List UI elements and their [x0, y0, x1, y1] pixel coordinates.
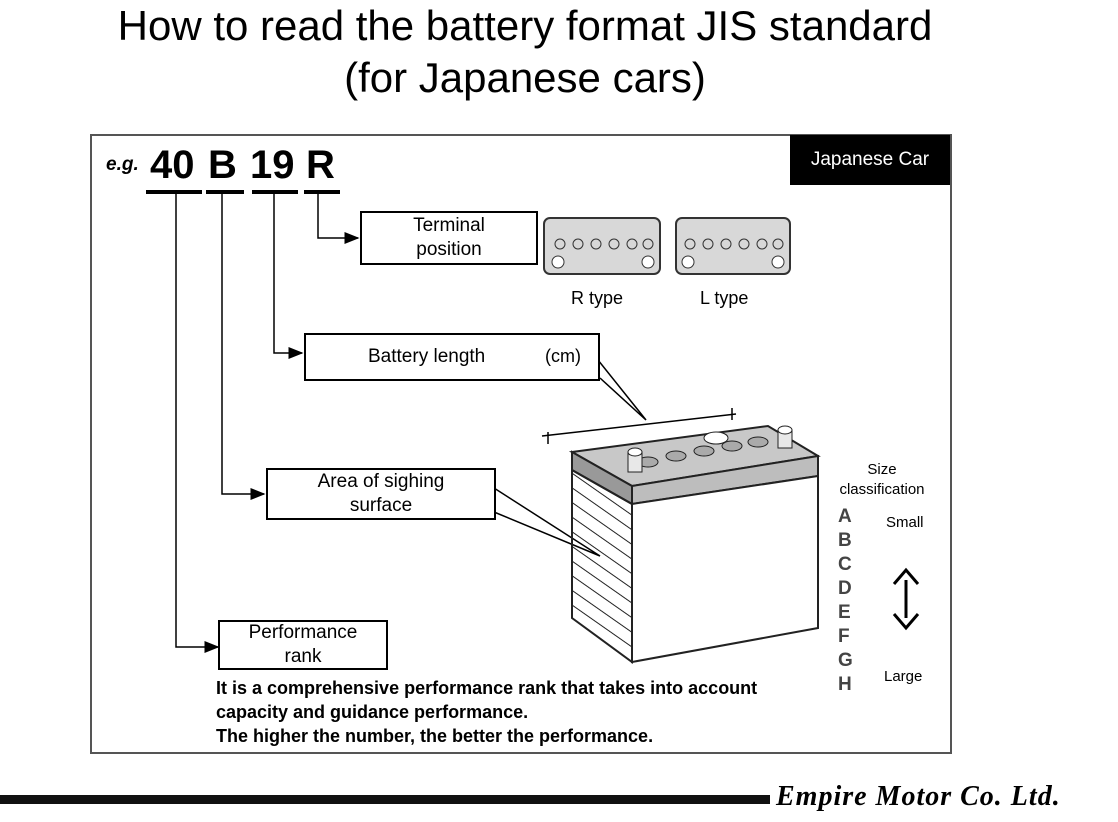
sighing-surface-label: Area of sighing surface — [317, 471, 445, 516]
size-letter-d: D — [838, 578, 853, 599]
battery-illustration — [541, 408, 821, 664]
size-letter-e: E — [838, 602, 852, 623]
r-type-battery — [543, 217, 661, 275]
performance-description: It is a comprehensive performance rank t… — [216, 676, 757, 748]
size-arrow-icon — [892, 567, 920, 631]
leader-terminal — [317, 194, 360, 244]
l-type-label: L type — [700, 288, 749, 308]
example-prefix: e.g. — [106, 154, 139, 175]
size-letter-c: C — [838, 554, 853, 575]
japanese-car-tag: Japanese Car — [790, 135, 950, 185]
description-line-3: The higher the number, the better the pe… — [216, 726, 654, 746]
length-callout — [597, 359, 647, 421]
footer-divider — [0, 795, 770, 804]
leader-area — [221, 194, 266, 500]
code-capacity: 40 — [150, 143, 195, 187]
title-line-2: (for Japanese cars) — [344, 54, 706, 101]
battery-length-unit: (cm) — [545, 346, 581, 366]
leader-performance — [175, 194, 220, 653]
sighing-surface-box: Area of sighing surface — [266, 468, 496, 520]
code-size-class: B — [208, 143, 237, 187]
terminal-position-label: Terminal position — [413, 215, 485, 260]
page-title: How to read the battery format JIS stand… — [0, 0, 1050, 104]
size-letter-f: F — [838, 626, 851, 647]
description-line-1: It is a comprehensive performance rank t… — [216, 678, 758, 698]
size-large-label: Large — [884, 668, 923, 685]
code-length: 19 — [250, 143, 295, 187]
terminal-position-box: Terminal position — [360, 211, 538, 265]
performance-rank-box: Performance rank — [218, 620, 388, 670]
battery-length-label: Battery length — [368, 346, 486, 367]
size-classification-title: Size classification — [839, 461, 925, 498]
company-logo: Empire Motor Co. Ltd. — [776, 781, 1061, 812]
size-letter-h: H — [838, 674, 853, 695]
code-terminal: R — [306, 143, 335, 187]
title-line-1: How to read the battery format JIS stand… — [117, 2, 933, 49]
leader-length — [273, 194, 304, 359]
size-small-label: Small — [886, 514, 924, 531]
size-letter-b: B — [838, 530, 853, 551]
r-type-label: R type — [571, 288, 624, 308]
description-line-2: capacity and guidance performance. — [216, 702, 529, 722]
size-letter-a: A — [838, 506, 853, 527]
size-letter-g: G — [838, 650, 854, 671]
l-type-battery — [675, 217, 791, 275]
performance-rank-label: Performance rank — [248, 622, 358, 667]
battery-length-box: Battery length — [304, 333, 600, 381]
